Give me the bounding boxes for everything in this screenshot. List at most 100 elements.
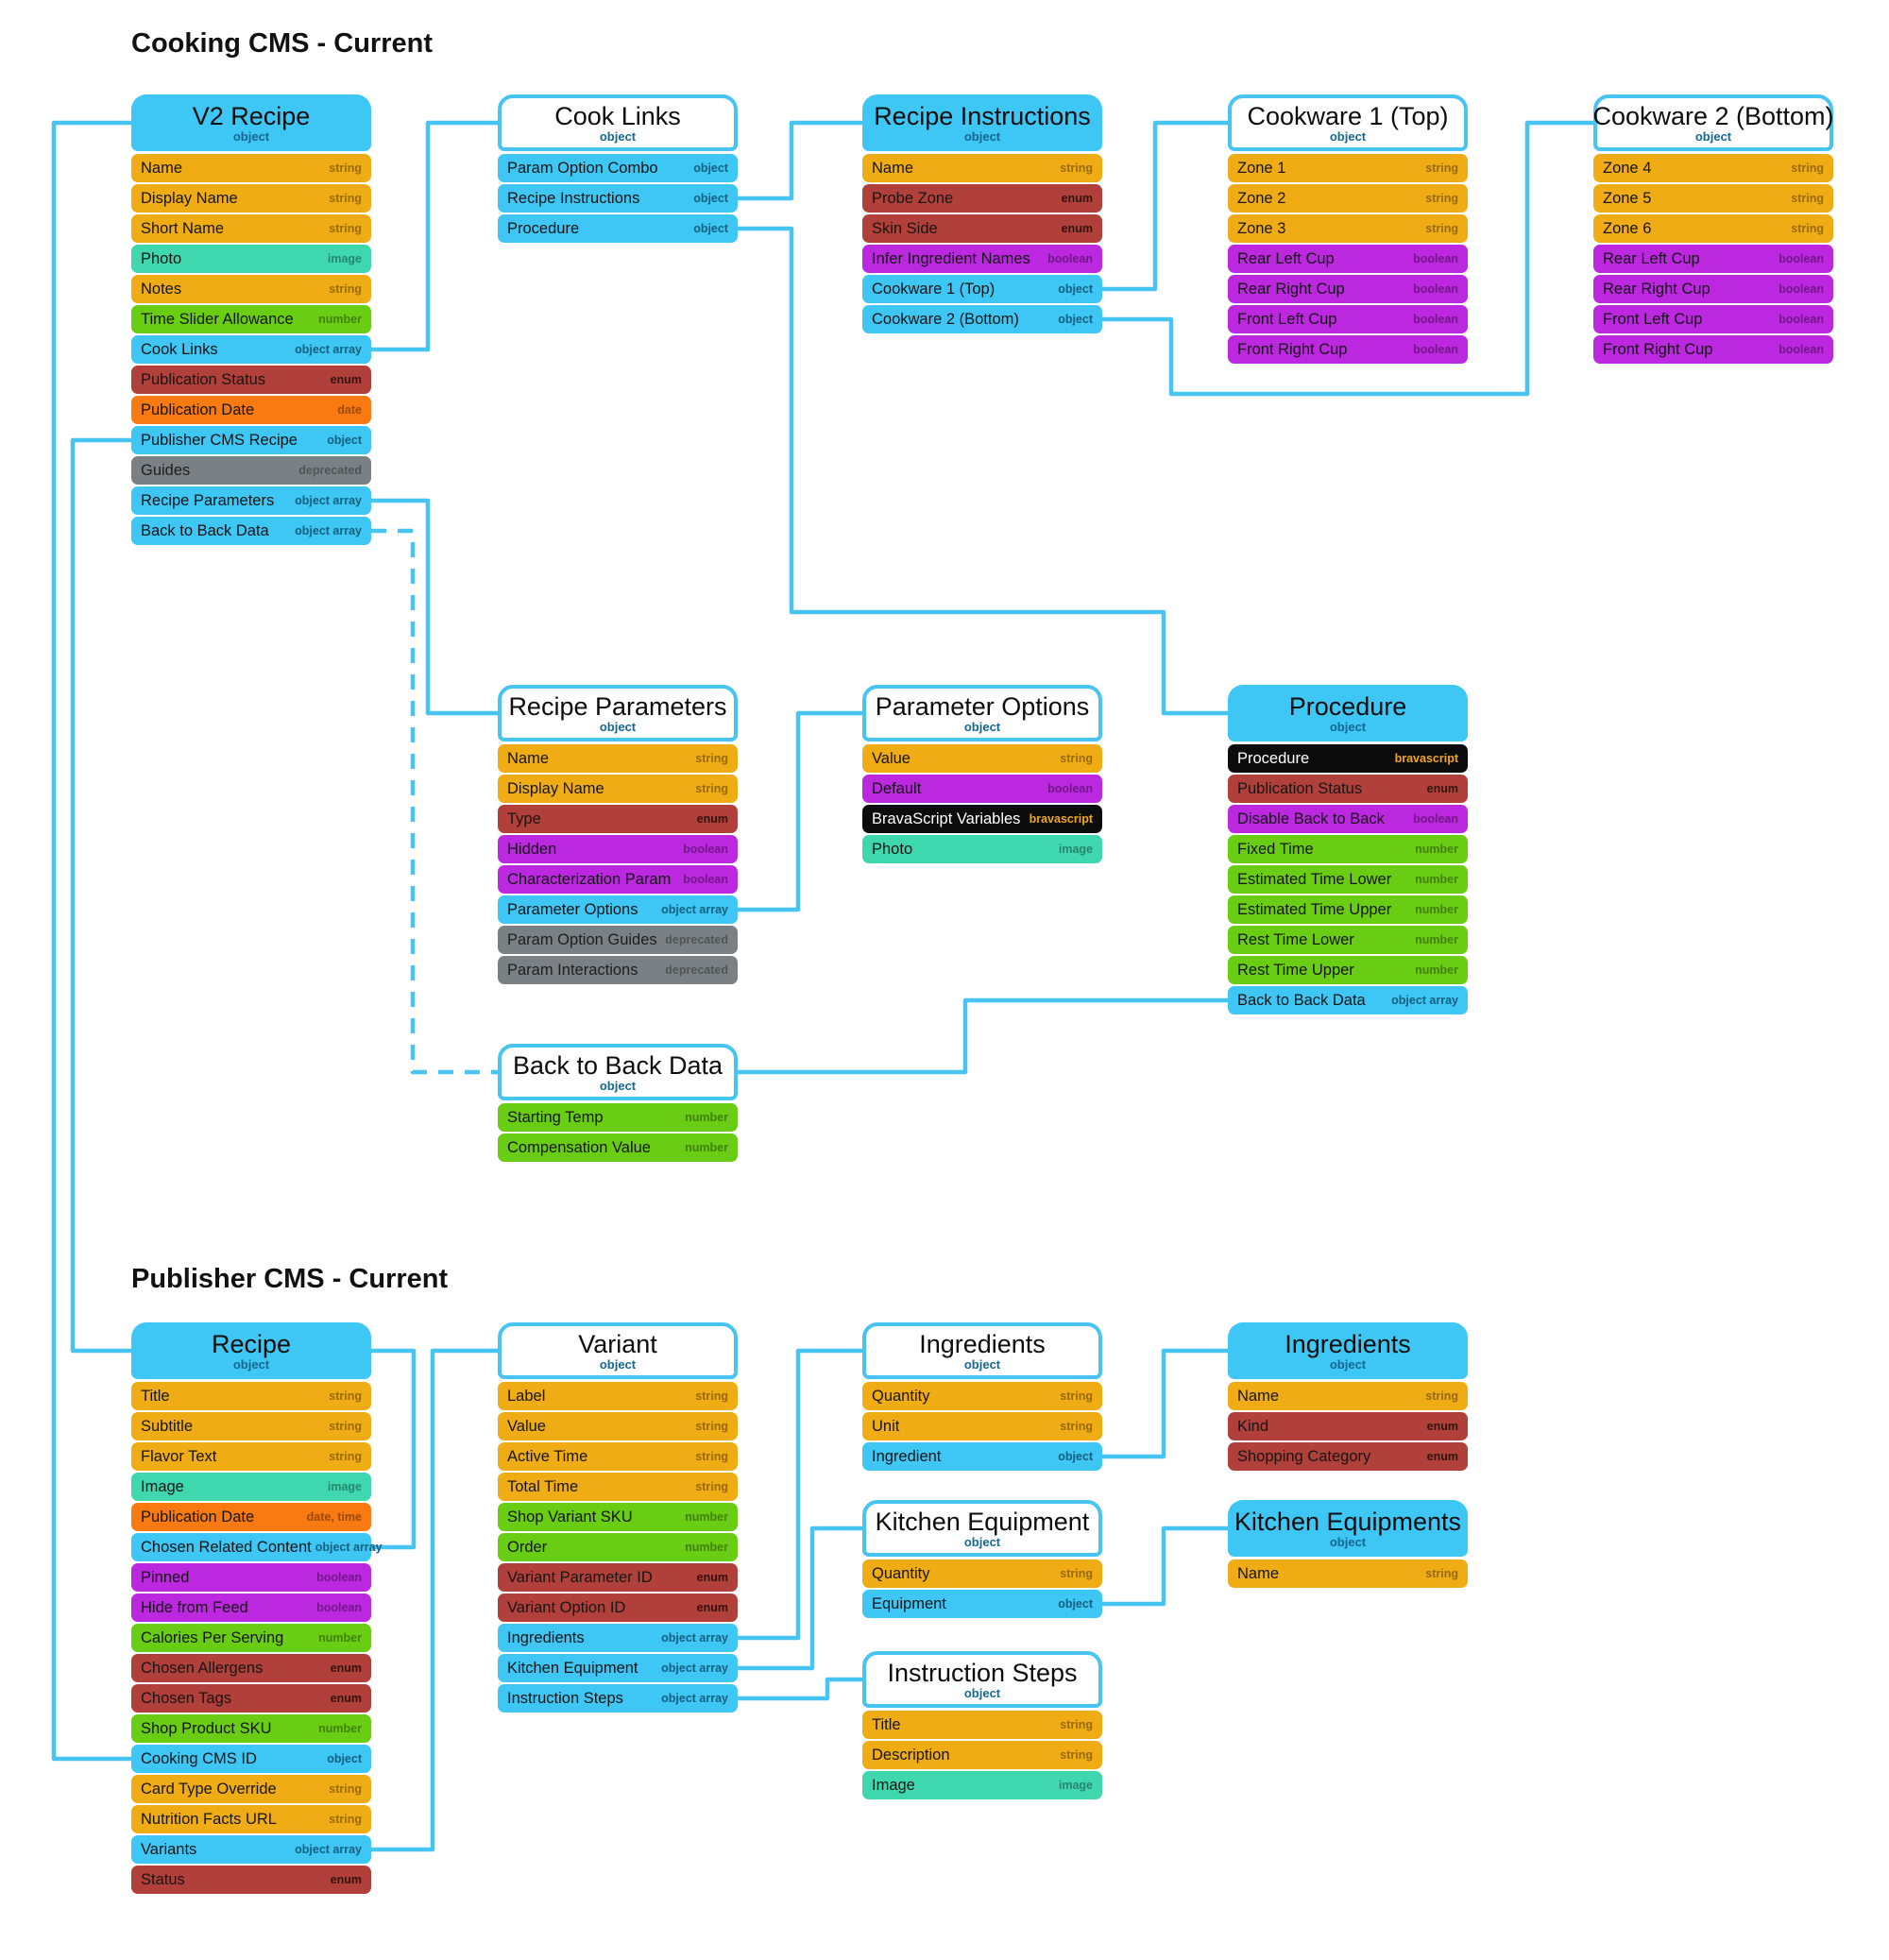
field-label: Description — [872, 1746, 950, 1764]
field-type-badge: boolean — [1047, 251, 1093, 265]
field-type-badge: enum — [1426, 781, 1458, 795]
field-type-badge: string — [1060, 1747, 1093, 1762]
field-type-badge: object — [1058, 281, 1093, 296]
field-label: Kitchen Equipment — [507, 1659, 638, 1677]
field-label: Variant Parameter ID — [507, 1568, 653, 1586]
field-label: Calories Per Serving — [141, 1628, 284, 1646]
field-type-badge: boolean — [1778, 312, 1824, 326]
field-label: Time Slider Allowance — [141, 310, 294, 328]
field-label: Active Time — [507, 1447, 588, 1465]
field-label: Value — [872, 749, 910, 767]
field-type-badge: boolean — [1778, 281, 1824, 296]
entity-header-cookware-2-bottom: Cookware 2 (Bottom)object — [1592, 94, 1834, 151]
field-type-badge: string — [1425, 221, 1458, 235]
connection-procedure-field-to-procedure — [738, 226, 1228, 716]
field-label: Name — [141, 159, 183, 177]
entity-title: Recipe — [211, 1329, 292, 1358]
field-label: Title — [141, 1387, 170, 1405]
entity-subtitle: object — [963, 1686, 1001, 1701]
field-label: Front Left Cup — [1237, 310, 1337, 328]
entity-subtitle: object — [1329, 1535, 1367, 1550]
field-label: Zone 6 — [1603, 219, 1652, 237]
field-label: Quantity — [872, 1564, 930, 1582]
field-type-badge: date, time — [306, 1509, 362, 1524]
field-label: Zone 5 — [1603, 189, 1652, 207]
field-type-badge: string — [1425, 1566, 1458, 1580]
field-type-badge: object — [327, 1751, 362, 1765]
field-label: Publication Date — [141, 1508, 255, 1525]
field-type-badge: string — [329, 191, 362, 205]
field-type-badge: enum — [696, 1600, 728, 1614]
field-label: Rest Time Lower — [1237, 930, 1354, 948]
field-row-recipe-instructions-5: Cookware 2 (Bottom) object — [862, 305, 1102, 333]
field-label: Cookware 2 (Bottom) — [872, 310, 1019, 328]
field-label: Display Name — [507, 779, 604, 797]
entity-title: Back to Back Data — [512, 1050, 723, 1080]
connection-v2-recipe-to-cooking-cms-id — [51, 120, 131, 1762]
field-type-badge: bravascript — [1029, 811, 1093, 826]
field-type-badge: string — [695, 751, 728, 765]
field-label: Unit — [872, 1417, 900, 1435]
entity-subtitle: object — [963, 1535, 1001, 1550]
field-label: Image — [872, 1776, 915, 1794]
field-label: Probe Zone — [872, 189, 954, 207]
field-type-badge: boolean — [1413, 342, 1458, 356]
entity-title: Instruction Steps — [887, 1658, 1078, 1687]
connection-cookware2-field-to-cookware2 — [1102, 120, 1593, 397]
field-label: Infer Ingredient Names — [872, 249, 1030, 267]
entity-subtitle: object — [963, 720, 1001, 735]
field-type-badge: object — [327, 433, 362, 447]
field-label: Publication Status — [141, 370, 266, 388]
field-type-badge: object — [1058, 1596, 1093, 1611]
field-label: Flavor Text — [141, 1447, 217, 1465]
field-label: Front Left Cup — [1603, 310, 1703, 328]
field-type-badge: boolean — [683, 872, 728, 886]
field-type-badge: number — [1415, 902, 1458, 916]
field-type-badge: image — [327, 1479, 362, 1493]
connection-ingredient-field-to-ingredients-ref — [1102, 1348, 1228, 1459]
field-label: Recipe Parameters — [141, 491, 275, 509]
field-type-badge: object — [1058, 312, 1093, 326]
field-type-badge: boolean — [1413, 811, 1458, 826]
field-row-instruction-steps-1: Description string — [862, 1741, 1102, 1769]
field-type-badge: number — [1415, 842, 1458, 856]
field-label: Chosen Tags — [141, 1689, 232, 1707]
connection-parameter-options-field-to-parameter-options — [738, 710, 862, 912]
field-label: Zone 2 — [1237, 189, 1286, 207]
field-label: Rear Right Cup — [1237, 280, 1345, 298]
field-type-badge: object — [693, 191, 728, 205]
connection-instruction-steps-field-to-instruction-steps — [738, 1677, 862, 1701]
field-label: Ingredient — [872, 1447, 942, 1465]
